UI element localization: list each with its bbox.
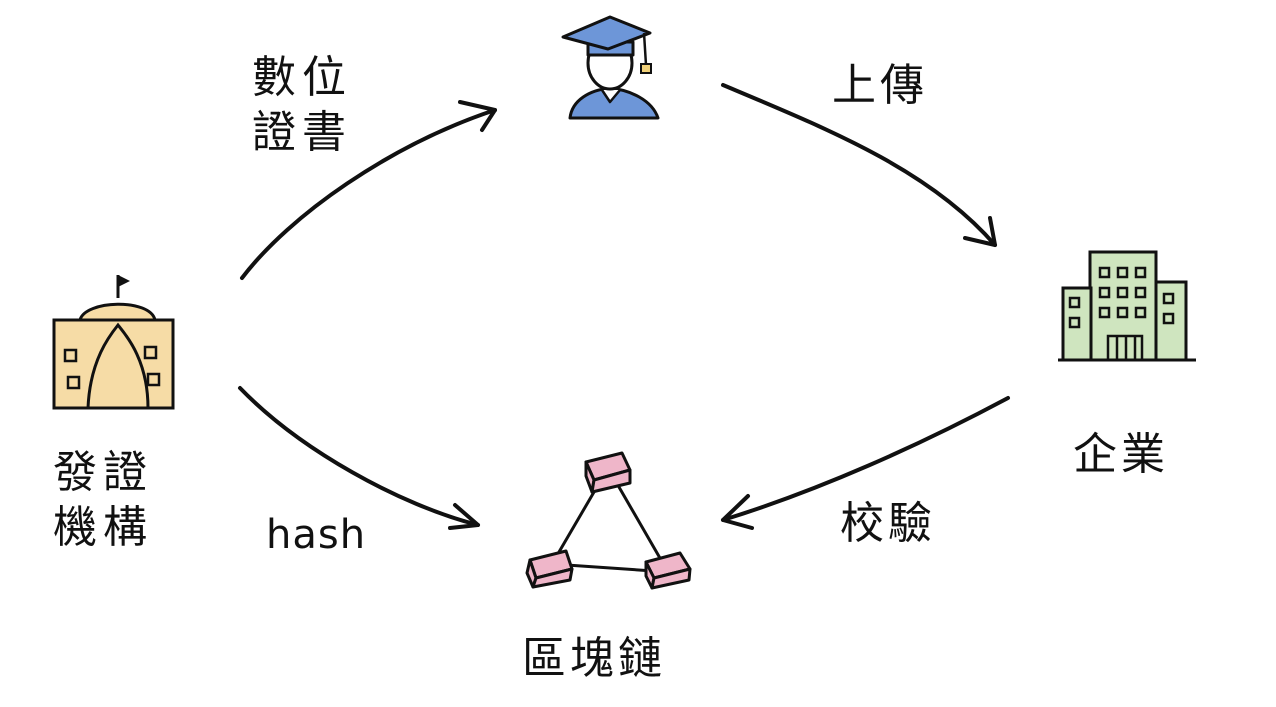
block-left (525, 549, 574, 589)
graduate-icon (561, 15, 660, 120)
arrow-issuer-to-graduate (240, 100, 497, 280)
edge-label-upload: 上傳 (832, 60, 928, 111)
blockchain-label: 區塊鏈 (522, 633, 666, 684)
issuer-label-line2: 機構 (53, 502, 153, 553)
edge-label-verify: 校驗 (840, 498, 936, 549)
edge-label-hash: hash (266, 512, 367, 558)
arrow-graduate-to-company (721, 83, 997, 247)
government-building-icon (52, 275, 175, 410)
company-label: 企業 (1073, 429, 1169, 480)
blockchain-icon (525, 451, 692, 590)
edge-label-digital-certificate: 數位 證書 (252, 50, 352, 160)
arrow-issuer-to-blockchain (238, 386, 480, 530)
arrow-company-to-blockchain (721, 396, 1010, 530)
issuer-label: 發證 機構 (53, 445, 153, 555)
edge-label-digital-certificate-line2: 證書 (252, 107, 352, 158)
block-right (644, 551, 692, 590)
office-building-icon (1058, 250, 1196, 362)
edge-label-digital-certificate-line1: 數位 (252, 52, 352, 103)
issuer-label-line1: 發證 (53, 447, 153, 498)
block-top (584, 451, 632, 494)
